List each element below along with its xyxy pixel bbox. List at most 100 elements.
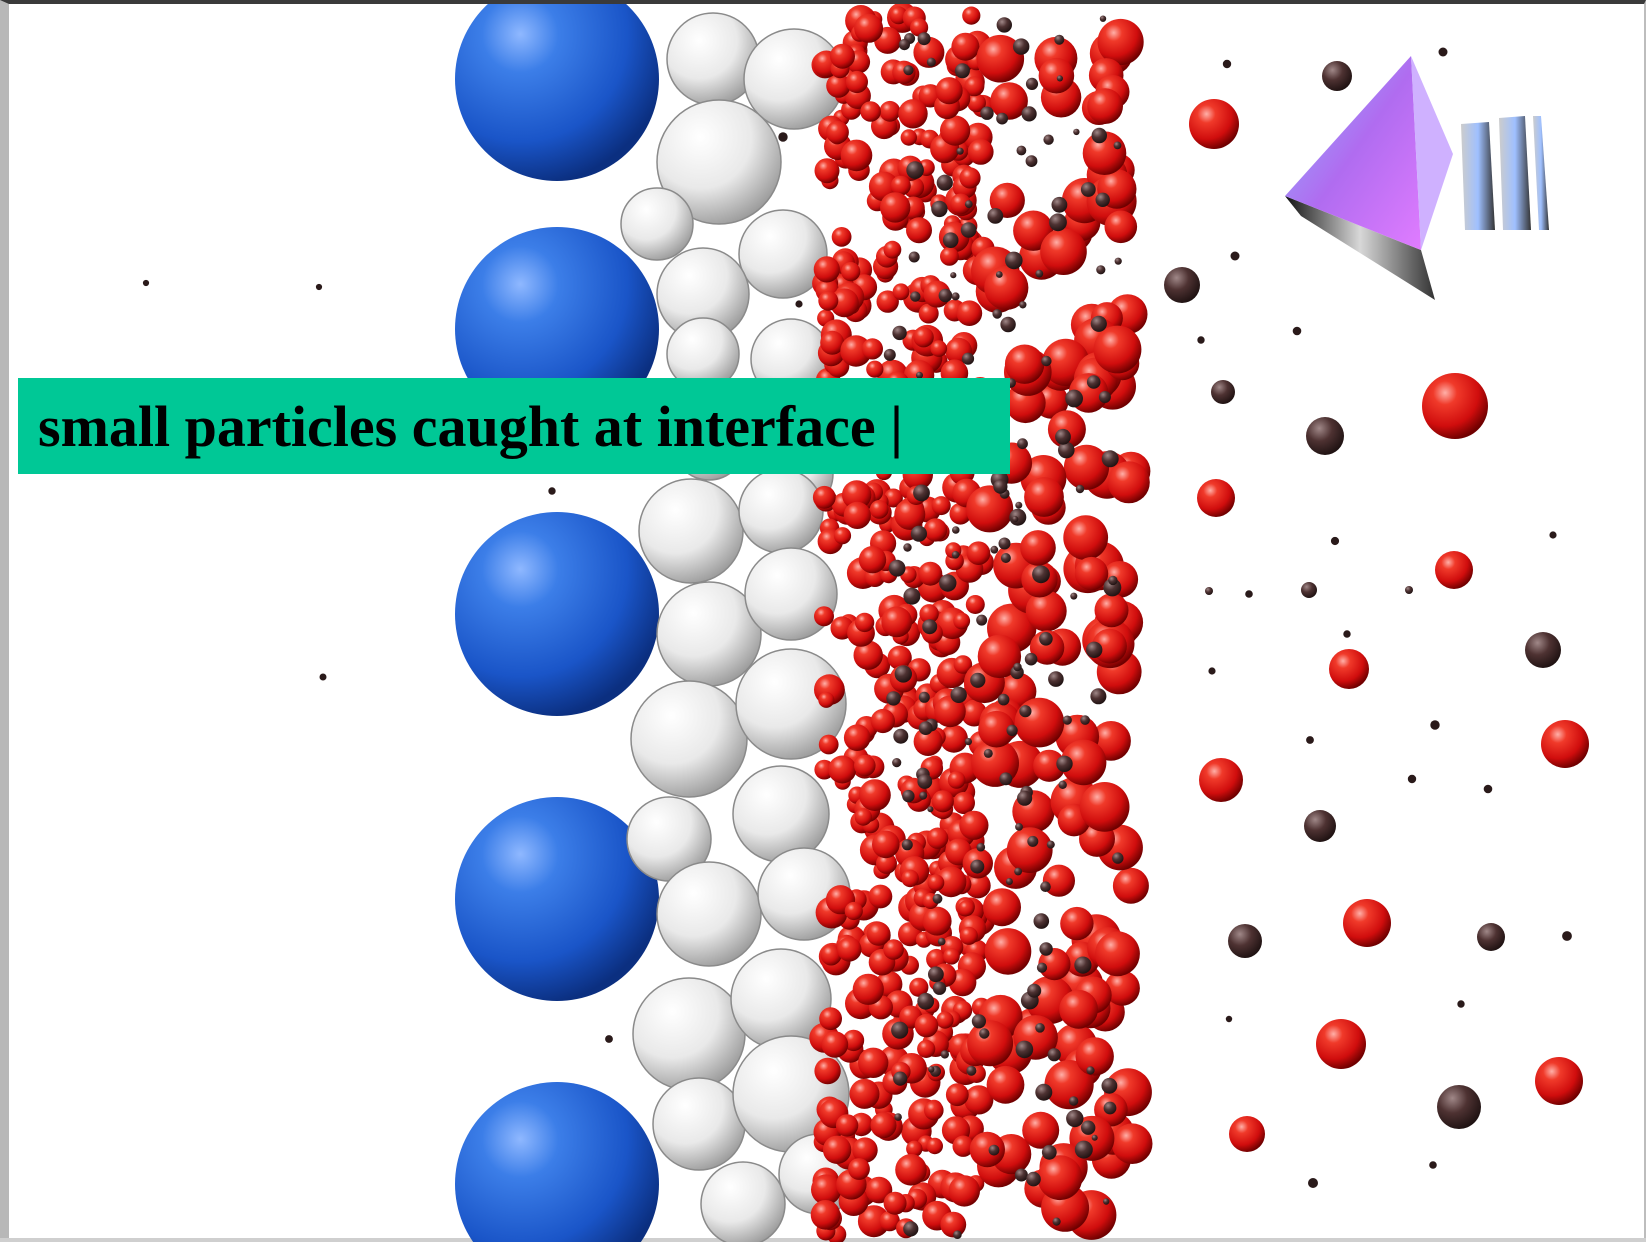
captured-particle — [1060, 906, 1094, 941]
fine-particle — [892, 758, 902, 768]
fine-particle — [917, 774, 933, 789]
fine-particle — [938, 288, 953, 303]
captured-particle — [906, 217, 932, 244]
captured-particle — [1104, 210, 1138, 244]
captured-particle — [967, 1020, 1014, 1067]
fine-particle — [922, 619, 938, 635]
fine-particle — [1080, 715, 1090, 725]
captured-particle — [841, 262, 861, 282]
fine-particle — [778, 132, 788, 142]
fine-particle — [1091, 127, 1108, 144]
fine-particle — [894, 1113, 902, 1121]
fine-particle — [956, 147, 964, 155]
fine-particle — [1437, 1085, 1481, 1129]
fine-particle — [883, 348, 896, 361]
captured-particle — [1095, 931, 1140, 977]
fine-particle — [902, 789, 915, 803]
fine-particle — [961, 352, 975, 365]
fine-particle — [1025, 155, 1038, 168]
captured-particle — [984, 928, 1032, 975]
fine-particle — [1197, 336, 1205, 344]
fine-particle — [964, 738, 973, 746]
captured-particle — [1014, 697, 1065, 748]
captured-particle — [1107, 461, 1150, 504]
fine-particle — [964, 200, 973, 209]
fine-particle — [1562, 931, 1572, 941]
fine-particle — [1014, 1168, 1028, 1182]
captured-particle — [939, 724, 968, 753]
fine-particle — [1025, 77, 1039, 90]
captured-particle — [870, 1112, 897, 1139]
captured-particle — [1199, 758, 1243, 802]
fine-particle — [1483, 784, 1493, 794]
captured-particle — [930, 340, 948, 357]
fine-particle — [892, 325, 907, 341]
fine-particle — [910, 291, 921, 302]
fine-particle — [988, 1144, 1000, 1156]
captured-particle — [965, 595, 985, 614]
fine-particle — [1164, 267, 1200, 303]
filter-cake-particle — [632, 977, 746, 1091]
captured-particle — [830, 288, 859, 318]
suspended-particles — [142, 47, 1589, 1188]
fine-particle — [1055, 428, 1071, 445]
fine-particle — [1222, 59, 1232, 69]
captured-particle — [845, 70, 869, 94]
captured-particle — [1104, 970, 1140, 1006]
captured-particle — [1092, 628, 1127, 664]
fine-particle — [1039, 632, 1053, 646]
flow-direction-arrow-icon — [1285, 56, 1549, 300]
fine-particle — [1021, 106, 1037, 122]
captured-particle — [831, 227, 852, 247]
captured-particle-band — [809, 4, 1153, 1242]
filter-cake-particle — [735, 648, 847, 760]
fine-particle — [1000, 316, 1016, 333]
fine-particle — [913, 484, 930, 502]
captured-particle — [895, 1154, 927, 1186]
fine-particle — [1073, 128, 1080, 136]
fine-particle — [1070, 592, 1078, 600]
fine-particle — [1292, 326, 1302, 336]
captured-particle — [1063, 444, 1110, 490]
captured-particle — [984, 265, 1029, 310]
fine-particle — [1019, 301, 1027, 309]
fine-particle — [1322, 61, 1352, 91]
captured-particle — [948, 1175, 980, 1207]
fine-particle — [1074, 1140, 1093, 1159]
filter-cake-particle — [652, 1077, 746, 1171]
captured-particle — [967, 93, 986, 113]
captured-particle — [909, 977, 929, 997]
fine-particle — [917, 32, 931, 46]
fine-particle — [999, 772, 1013, 786]
fine-particle — [1035, 1023, 1045, 1033]
fine-particle — [903, 1221, 919, 1237]
captured-particle — [870, 708, 896, 734]
fine-particle — [1301, 582, 1317, 598]
captured-particle — [940, 247, 959, 266]
captured-particle — [866, 360, 884, 378]
captured-particle — [983, 888, 1021, 927]
fine-particle — [998, 537, 1011, 550]
fine-particle — [1103, 1101, 1117, 1115]
captured-particle — [1329, 649, 1369, 689]
captured-particle — [913, 327, 934, 348]
captured-particle — [835, 1114, 859, 1137]
captured-particle — [1024, 477, 1064, 517]
fine-particle — [908, 251, 920, 263]
captured-particle — [1111, 1123, 1153, 1164]
fine-particle — [932, 981, 947, 995]
captured-particle — [1094, 593, 1129, 628]
captured-particle — [956, 300, 983, 327]
fine-particle — [1041, 355, 1052, 367]
collector-grain — [455, 797, 659, 1001]
captured-particle — [818, 691, 835, 708]
captured-particle — [1093, 325, 1142, 374]
fine-particle — [917, 992, 935, 1010]
captured-particle — [914, 1013, 939, 1038]
fine-particle — [1101, 450, 1119, 468]
fine-particle — [954, 63, 970, 79]
captured-particle — [861, 338, 884, 360]
captured-particle — [866, 922, 891, 946]
captured-particle — [1029, 630, 1065, 665]
filter-cake-particle — [656, 861, 762, 967]
